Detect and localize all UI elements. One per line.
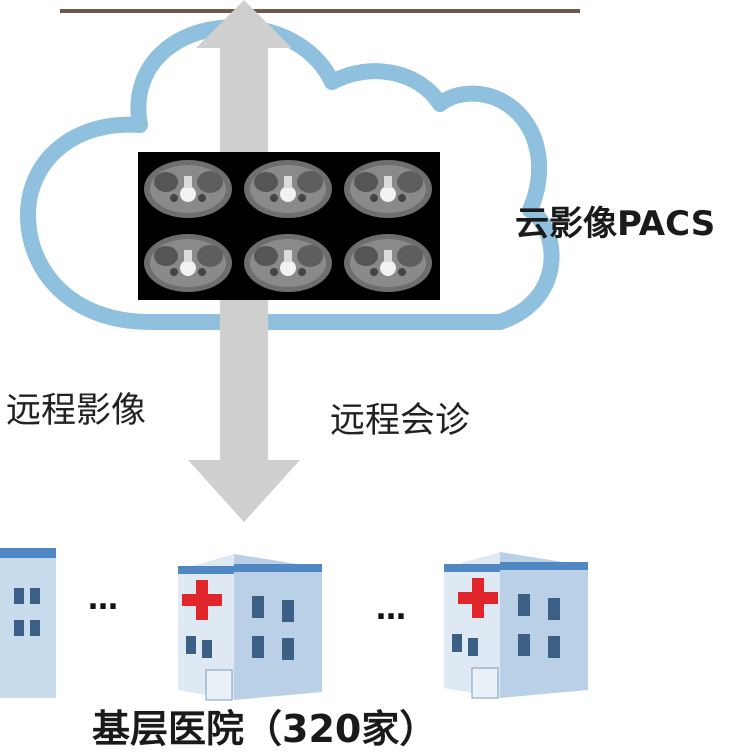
cloud-pacs-label: 云影像PACS <box>515 204 716 244</box>
grassroots-hospitals-label: 基层医院（320家） <box>92 707 438 751</box>
hospital-icon <box>178 554 322 701</box>
remote-consultation-label: 远程会诊 <box>330 401 471 441</box>
hospital-icon <box>0 548 56 698</box>
red-cross-icon <box>182 580 222 620</box>
top-image-edge <box>0 0 756 13</box>
cloud-icon <box>20 19 560 330</box>
remote-imaging-label: 远程影像 <box>6 391 147 431</box>
ellipsis-1: … <box>88 582 120 617</box>
ellipsis-2: … <box>376 592 408 627</box>
ct-scan-grid <box>138 152 440 300</box>
hospital-icon <box>444 552 588 699</box>
red-cross-icon <box>458 578 498 618</box>
